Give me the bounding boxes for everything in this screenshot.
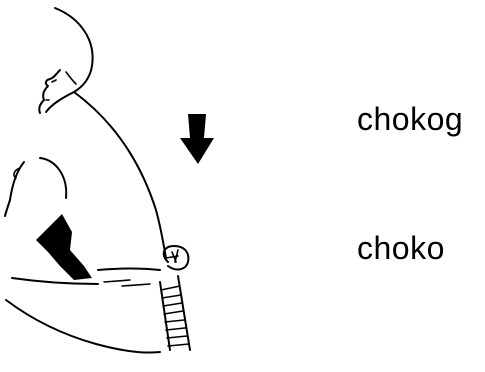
head-outline [55, 8, 93, 92]
lower-body [6, 300, 160, 353]
down-arrow-icon [180, 114, 214, 164]
face-detail [46, 72, 76, 100]
forearm-line [12, 278, 98, 284]
lap-line-2 [104, 280, 150, 286]
knee-scribble [166, 250, 178, 262]
leg-left-rail [160, 282, 170, 350]
face-profile [39, 70, 60, 113]
word-label-1: chokog [357, 103, 463, 135]
jaw-line [46, 92, 74, 112]
shoulder-curve [40, 158, 66, 198]
back-curve [74, 92, 166, 258]
leg-right-rail [178, 276, 190, 350]
word-label-2: choko [357, 232, 445, 264]
lap-line [98, 269, 160, 271]
upper-arm-left [5, 162, 24, 216]
hand-arrow-icon [36, 214, 92, 280]
